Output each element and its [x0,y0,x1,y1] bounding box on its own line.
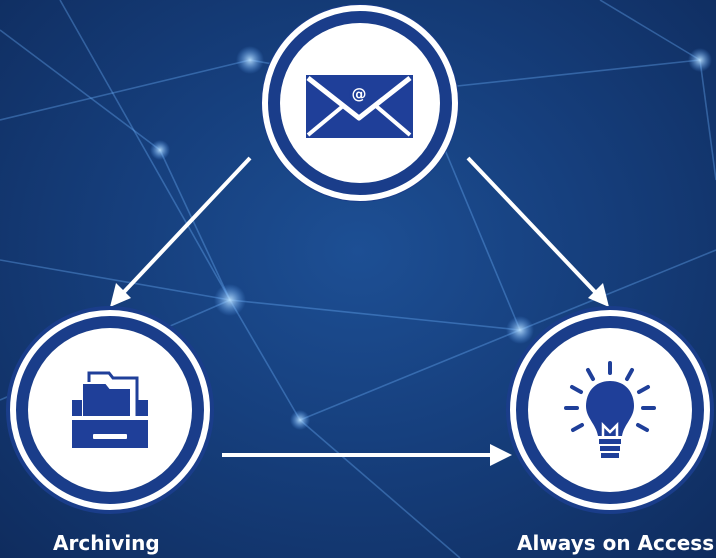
lightbulb-icon [564,361,656,458]
edge-archiving-to-access [222,444,512,466]
svg-text:@: @ [352,85,367,103]
edges [110,156,609,466]
always-on-access-label: Always on Access [517,531,715,555]
node-access [506,306,714,514]
edge-email-to-access [466,156,609,307]
folder-drawer-icon [72,371,148,448]
edge-email-to-archiving [110,156,252,307]
archiving-label: Archiving [53,531,160,555]
email-icon: @ [306,75,413,138]
node-archiving [6,306,214,514]
node-email: @ [261,4,459,202]
